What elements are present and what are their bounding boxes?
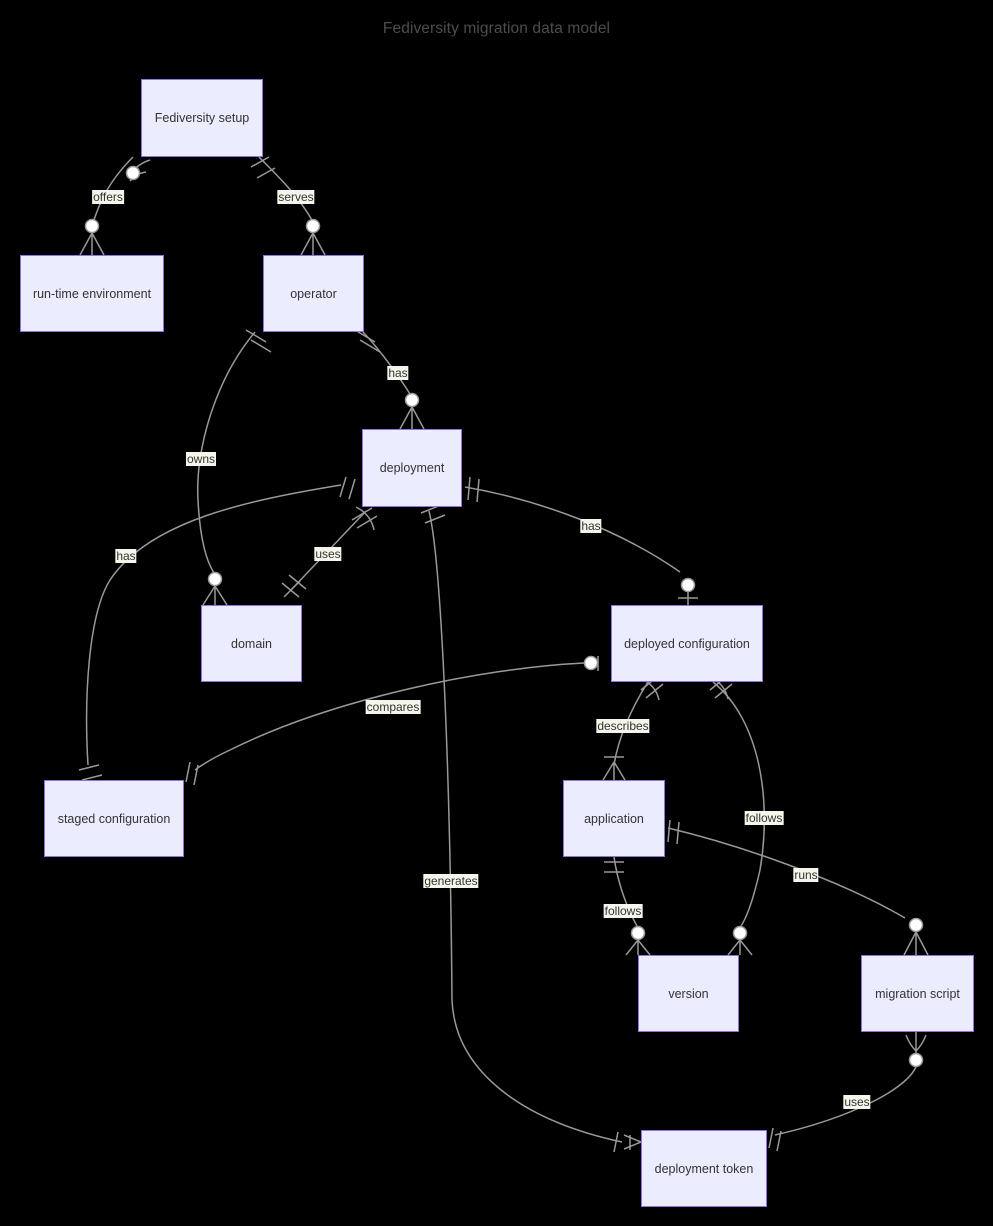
entity-deployed-configuration[interactable]: deployed configuration	[611, 605, 763, 682]
entity-label: application	[584, 811, 644, 826]
entity-label: version	[668, 986, 709, 1001]
entity-label: run-time environment	[32, 286, 152, 301]
entity-migration-script[interactable]: migration script	[861, 955, 974, 1032]
entity-run-time-environment[interactable]: run-time environment	[20, 255, 164, 332]
relationship-label-follows-deployed-config: follows	[744, 811, 784, 825]
relationship-offers	[79, 156, 151, 256]
relationship-label-owns: owns	[185, 452, 217, 466]
relationship-serves	[250, 156, 326, 256]
entity-label: Fediversity setup	[154, 111, 250, 125]
relationship-label-describes: describes	[596, 719, 650, 733]
entity-version[interactable]: version	[638, 955, 739, 1032]
entity-operator[interactable]: operator	[263, 255, 364, 332]
relationship-runs	[667, 819, 929, 956]
relationship-owns	[196, 329, 272, 606]
relationship-label-follows-application: follows	[603, 904, 643, 918]
relationship-uses-token	[768, 1031, 927, 1152]
entity-deployment-token[interactable]: deployment token	[641, 1130, 767, 1207]
relationship-label-uses-token: uses	[843, 1095, 871, 1109]
entity-label: deployed configuration	[624, 636, 750, 651]
relationship-has-deployed-config	[464, 476, 698, 605]
relationship-has-deployment	[354, 329, 425, 430]
relationship-label-has-deployment: has	[387, 366, 409, 380]
relationship-follows-application	[604, 856, 651, 956]
relationship-label-has-deployed-config: has	[580, 519, 602, 533]
relationship-compares	[185, 655, 599, 786]
relationship-label-has-staged: has	[115, 549, 137, 563]
entity-application[interactable]: application	[563, 780, 665, 857]
entity-domain[interactable]: domain	[201, 605, 302, 682]
entity-label: staged configuration	[57, 811, 171, 826]
entity-label: migration script	[875, 986, 960, 1001]
relationship-has-staged	[78, 476, 356, 781]
entity-label: domain	[231, 636, 272, 651]
relationship-label-serves: serves	[277, 190, 315, 204]
entity-staged-configuration[interactable]: staged configuration	[44, 780, 184, 857]
relationship-label-offers: offers	[92, 190, 124, 204]
relationship-label-compares: compares	[365, 700, 421, 714]
entity-label: operator	[290, 286, 337, 301]
entity-fediversity-setup[interactable]: Fediversity setup	[141, 79, 263, 157]
relationship-label-runs: runs	[793, 868, 819, 882]
entity-deployment[interactable]: deployment	[362, 429, 462, 507]
entity-label: deployment token	[654, 1161, 754, 1176]
relationship-label-generates: generates	[423, 874, 479, 888]
entity-label: deployment	[379, 461, 445, 475]
relationship-label-uses-domain: uses	[314, 547, 342, 561]
